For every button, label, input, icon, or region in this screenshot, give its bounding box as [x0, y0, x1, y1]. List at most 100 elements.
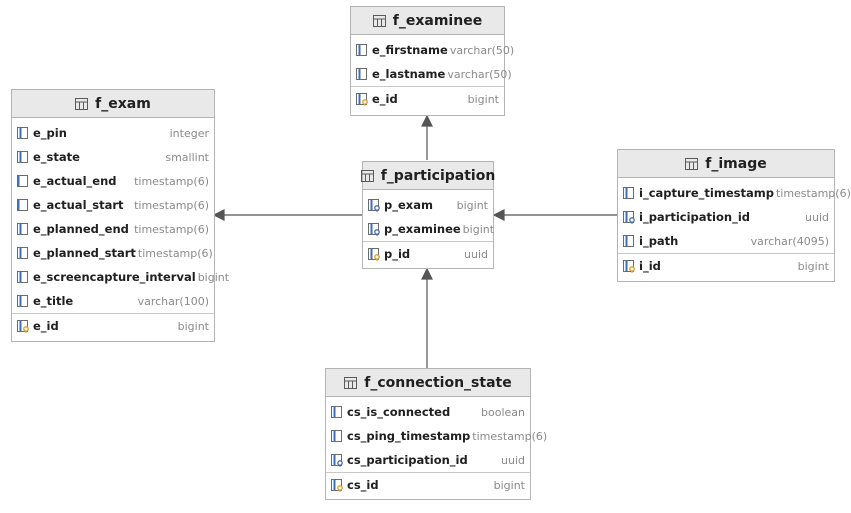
column-row[interactable]: e_id bigint: [351, 86, 504, 111]
arrowhead-examinee: [421, 114, 433, 127]
column-type: integer: [169, 126, 209, 140]
column-type: timestamp(6): [137, 246, 213, 260]
column-icon: [622, 186, 636, 200]
column-type: bigint: [797, 259, 829, 273]
entity-name: f_examinee: [392, 12, 483, 29]
entity-header[interactable]: f_examinee: [351, 7, 504, 35]
column-name: e_planned_start: [33, 246, 136, 260]
foreign-key-icon: [367, 198, 381, 212]
column-name: p_examinee: [384, 222, 461, 236]
column-icon: [355, 43, 369, 57]
entity-header[interactable]: f_participation: [360, 162, 495, 190]
table-icon: [344, 376, 358, 389]
column-icon: [16, 222, 30, 236]
column-name: p_exam: [384, 198, 433, 212]
column-name: e_id: [33, 319, 59, 333]
column-name: cs_is_connected: [347, 405, 451, 419]
foreign-key-icon: [330, 453, 344, 467]
arrowhead-participation-bottom: [421, 267, 433, 280]
column-type: boolean: [481, 405, 525, 419]
column-row[interactable]: e_planned_end timestamp(6): [12, 217, 214, 241]
column-type: timestamp(6): [134, 198, 209, 212]
entity-header[interactable]: f_image: [618, 150, 834, 178]
column-row[interactable]: cs_is_connected boolean: [326, 400, 530, 424]
column-icon: [16, 294, 30, 308]
column-name: i_path: [639, 234, 679, 248]
column-row[interactable]: i_id bigint: [618, 253, 834, 278]
foreign-key-icon: [622, 210, 636, 224]
column-name: cs_id: [347, 478, 379, 492]
column-name: e_planned_end: [33, 222, 129, 236]
column-type: bigint: [197, 270, 230, 284]
column-name: e_title: [33, 294, 74, 308]
column-icon: [330, 405, 344, 419]
primary-key-icon: [16, 319, 30, 333]
column-type: bigint: [456, 198, 488, 212]
column-name: i_id: [639, 259, 661, 273]
column-row[interactable]: p_exam bigint: [363, 193, 493, 217]
arrowhead-participation-right: [492, 209, 505, 221]
column-icon: [16, 246, 30, 260]
column-icon: [16, 126, 30, 140]
column-type: bigint: [467, 92, 499, 106]
column-type: timestamp(6): [775, 186, 851, 200]
column-type: smallint: [165, 150, 209, 164]
column-type: bigint: [493, 478, 525, 492]
column-name: e_actual_end: [33, 174, 117, 188]
primary-key-icon: [367, 247, 381, 261]
column-type: bigint: [462, 222, 495, 236]
column-name: e_id: [372, 92, 398, 106]
primary-key-icon: [330, 478, 344, 492]
column-name: i_participation_id: [639, 210, 750, 224]
entity-name: f_image: [705, 155, 767, 172]
column-name: cs_participation_id: [347, 453, 468, 467]
column-name: e_firstname: [372, 43, 448, 57]
entity-name: f_connection_state: [364, 374, 512, 391]
column-icon: [330, 429, 344, 443]
column-icon: [622, 234, 636, 248]
primary-key-icon: [355, 92, 369, 106]
entity-name: f_exam: [95, 95, 151, 112]
column-type: uuid: [464, 247, 488, 261]
column-icon: [355, 67, 369, 81]
column-name: p_id: [384, 247, 411, 261]
column-row[interactable]: p_id uuid: [363, 241, 493, 266]
table-icon: [360, 169, 374, 182]
foreign-key-icon: [367, 222, 381, 236]
column-row[interactable]: e_actual_start timestamp(6): [12, 193, 214, 217]
entity-header[interactable]: f_connection_state: [326, 369, 530, 397]
table-icon: [75, 97, 89, 110]
entity-f-connection-state[interactable]: f_connection_state cs_is_connected boolea…: [325, 368, 547, 500]
column-type: varchar(50): [447, 67, 512, 81]
column-name: e_actual_start: [33, 198, 124, 212]
column-name: e_lastname: [372, 67, 446, 81]
entity-header[interactable]: f_exam: [12, 90, 214, 118]
column-type: timestamp(6): [134, 222, 209, 236]
table-icon: [685, 157, 699, 170]
column-row[interactable]: cs_id bigint: [326, 472, 530, 497]
column-icon: [16, 150, 30, 164]
